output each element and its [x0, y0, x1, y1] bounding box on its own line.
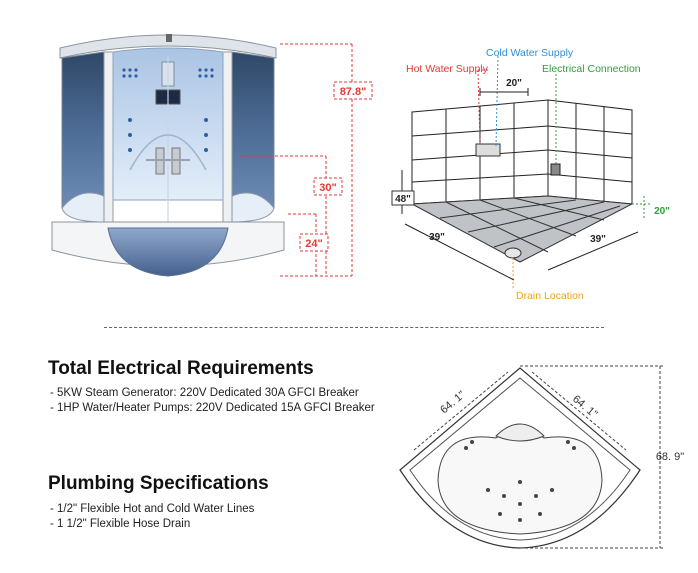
dim-seat-height: 30" [319, 182, 336, 194]
electrical-list: - 5KW Steam Generator: 220V Dedicated 30… [50, 386, 375, 416]
roof-vent [166, 34, 172, 42]
electrical-label: Electrical Connection [542, 63, 641, 75]
side-left-label: 64. 1" [438, 389, 468, 416]
drain-location-label: Drain Location [516, 290, 584, 302]
hot-leader [477, 69, 481, 147]
backrest-curve [129, 134, 207, 171]
depth-label: 68. 9" [656, 451, 684, 463]
tub-rim-right [231, 192, 275, 223]
plumbing-item: - 1/2" Flexible Hot and Cold Water Lines [50, 503, 255, 515]
headrest [495, 423, 545, 442]
body-jets [122, 68, 214, 152]
width-left-label: 39" [429, 232, 445, 243]
cold-water-label: Cold Water Supply [486, 47, 574, 59]
plumbing-item: - 1 1/2" Flexible Hose Drain [50, 518, 191, 530]
plumbing-list: - 1/2" Flexible Hot and Cold Water Lines… [50, 502, 254, 532]
dim-base-height: 24" [305, 238, 322, 250]
width-right-label: 39" [590, 234, 606, 245]
elec-height-label: 20" [654, 206, 670, 217]
dim-seat-box [313, 177, 343, 196]
right-wall-tiles [547, 99, 633, 205]
shower-roof [59, 34, 277, 59]
side-left-dim [413, 371, 509, 451]
tub-jets [464, 440, 576, 522]
width-left-line [404, 223, 515, 281]
plumbing-title: Plumbing Specifications [48, 473, 269, 494]
supply-valve-box [475, 143, 501, 157]
lower-door-glass [107, 227, 229, 277]
side-right-dim [531, 371, 627, 451]
section-divider [104, 327, 604, 328]
wall-height-label: 48" [395, 194, 411, 205]
supply-spacing-label: 20" [506, 78, 522, 89]
tub-rim [61, 192, 105, 223]
hot-water-label: Hot Water Supply [406, 63, 489, 75]
dimension-lines [240, 43, 353, 277]
dim-base-box [299, 233, 329, 252]
electrical-item: - 1HP Water/Heater Pumps: 220V Dedicated… [50, 402, 375, 414]
tub-inner-rim [409, 377, 631, 541]
dim-total-height: 87.8" [340, 86, 367, 98]
cold-leader [495, 55, 499, 147]
electrical-item: - 5KW Steam Generator: 220V Dedicated 30… [50, 387, 359, 399]
electrical-title: Total Electrical Requirements [48, 358, 314, 379]
width-right-line [547, 231, 639, 271]
dim-total-box [333, 81, 373, 100]
floor-tiles [410, 195, 634, 263]
wall-height-box [391, 190, 415, 206]
